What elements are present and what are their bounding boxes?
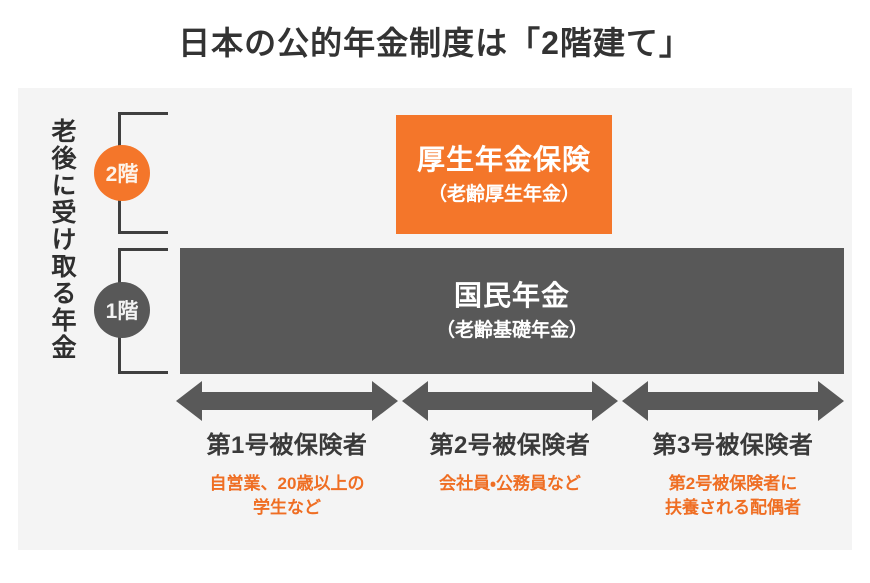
category-title-3: 第3号被保険者 [652, 432, 814, 459]
floor-badge-tier1: 1階 [94, 282, 150, 338]
pension-box-kosei-subtitle: （老齢厚生年金） [427, 183, 580, 205]
double-headed-arrow-icon-3 [622, 379, 844, 423]
double-headed-arrow-icon-1 [176, 379, 398, 423]
page-title: 日本の公的年金制度は「2階建て」 [178, 25, 692, 61]
floor-badge-tier2: 2階 [94, 145, 150, 201]
category-column-3: 第3号被保険者 第2号被保険者に扶養される配偶者 [622, 432, 844, 521]
category-column-1: 第1号被保険者 自営業、20歳以上の学生など [176, 432, 398, 521]
vertical-axis-label: 老後に受け取る年金 [48, 118, 76, 361]
category-title-1: 第1号被保険者 [206, 432, 368, 459]
pension-box-kokumin: 国民年金 （老齢基礎年金） [180, 248, 844, 374]
category-title-2: 第2号被保険者 [429, 432, 591, 459]
category-description-1: 自営業、20歳以上の学生など [209, 473, 365, 518]
pension-box-kokumin-title: 国民年金 [453, 280, 570, 312]
pension-box-kosei-title: 厚生年金保険 [416, 143, 591, 175]
pension-box-kosei: 厚生年金保険 （老齢厚生年金） [396, 115, 612, 234]
category-column-2: 第2号被保険者 会社員・公務員など [402, 432, 618, 496]
double-headed-arrow-icon-2 [402, 379, 618, 423]
category-description-2: 会社員・公務員など [439, 473, 581, 493]
category-description-3: 第2号被保険者に扶養される配偶者 [665, 473, 801, 518]
pension-box-kokumin-subtitle: （老齢基礎年金） [435, 320, 588, 342]
